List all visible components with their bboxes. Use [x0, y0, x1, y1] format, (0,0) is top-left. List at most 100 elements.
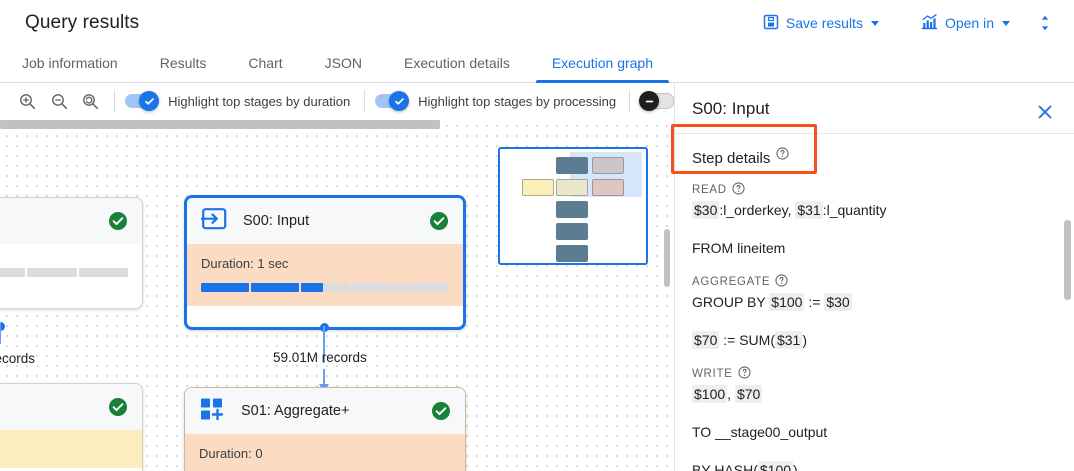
node-body [0, 430, 142, 468]
execution-graph-canvas[interactable]: records [0, 119, 674, 471]
minimap-node [556, 245, 588, 262]
tab-results[interactable]: Results [159, 55, 207, 71]
help-circle-icon[interactable] [737, 366, 751, 382]
bar-segment [201, 283, 249, 292]
toggle-highlight-duration[interactable]: Highlight top stages by duration [125, 91, 350, 111]
toggle-switch-off[interactable] [639, 91, 675, 111]
step-details-body: READ $30:l_orderkey, $31:l_quantity FROM… [675, 182, 1074, 471]
edge-line [0, 322, 1, 344]
graph-vertical-scrollbar-thumb[interactable] [664, 229, 670, 287]
toggle-highlight-processing[interactable]: Highlight top stages by processing [375, 91, 617, 111]
minimap-node [556, 179, 588, 196]
page-header: Query results Save results [0, 0, 1074, 46]
graph-node-s00-input[interactable]: S00: Input Duration: 1 sec [184, 195, 466, 330]
bar-segment [27, 268, 77, 277]
close-icon[interactable] [1032, 99, 1058, 125]
step-details-heading: Step details [675, 134, 1074, 167]
toggle-switch-on[interactable] [125, 91, 160, 111]
node-title: S01: Aggregate+ [241, 403, 350, 419]
bar-segment [0, 268, 26, 277]
node-title: S00: Input [243, 213, 310, 229]
toggle-label-processing: Highlight top stages by processing [418, 93, 617, 109]
open-in-label: Open in [944, 15, 994, 31]
node-duration-label: Duration: 0 [199, 446, 263, 461]
tab-job-information[interactable]: Job information [22, 55, 118, 71]
zoom-reset-icon[interactable] [80, 88, 103, 114]
toggle-knob [139, 91, 160, 111]
toolbar-divider [364, 90, 366, 112]
graph-node-left-top[interactable] [0, 197, 143, 309]
toggle-third-option[interactable] [639, 91, 675, 111]
panel-divider [675, 133, 1074, 134]
node-header [0, 198, 142, 244]
variable-chip: $31 [774, 331, 803, 349]
tab-bar: Job information Results Chart JSON Execu… [0, 46, 1074, 83]
horizontal-scrollbar-thumb[interactable] [0, 120, 440, 129]
node-body: Duration: 0 [185, 434, 465, 471]
minimap-node [592, 157, 624, 174]
detail-keyword-write: WRITE [692, 366, 1057, 382]
detail-line-sum: $70 := SUM($31) [692, 331, 808, 349]
help-circle-icon[interactable] [775, 274, 788, 290]
node-header [0, 384, 142, 430]
edge-line [323, 369, 325, 387]
chevron-down-icon [1002, 20, 1010, 26]
detail-keyword-aggregate: AGGREGATE [692, 274, 1057, 290]
toggle-switch-on[interactable] [375, 91, 410, 111]
graph-minimap[interactable] [498, 147, 648, 265]
page-title: Query results [25, 12, 140, 33]
keyword-text: AGGREGATE [692, 276, 771, 288]
edge-label-records: 59.01M records [273, 350, 367, 365]
help-circle-icon[interactable] [732, 182, 745, 198]
edge-dot [0, 322, 5, 331]
detail-line-by-hash: BY HASH($100) [692, 460, 1057, 471]
variable-chip: $70 [734, 385, 763, 403]
detail-line-from: FROM lineitem [692, 240, 786, 256]
zoom-out-icon[interactable] [48, 88, 71, 114]
graph-toolbar: Highlight top stages by duration Highlig… [0, 83, 675, 119]
tab-chart[interactable]: Chart [248, 55, 283, 71]
panel-title: S00: Input [692, 99, 770, 118]
status-success-icon [429, 211, 449, 231]
tab-execution-details[interactable]: Execution details [403, 55, 510, 71]
unfold-more-icon[interactable] [1028, 6, 1062, 40]
chart-bar-icon [921, 13, 938, 33]
node-header: S01: Aggregate+ [185, 388, 465, 434]
save-results-button[interactable]: Save results [755, 8, 887, 39]
header-actions: Save results Open in [755, 6, 1074, 40]
tab-json[interactable]: JSON [324, 55, 362, 71]
minimap-node [556, 157, 588, 174]
open-in-button[interactable]: Open in [913, 8, 1018, 39]
help-circle-icon[interactable] [776, 147, 789, 165]
minimap-node [556, 201, 588, 218]
variable-chip: $70 [692, 331, 720, 349]
minimap-node [592, 179, 624, 196]
horizontal-scrollbar[interactable] [0, 119, 674, 130]
status-success-icon [431, 401, 451, 421]
bar-segment [251, 283, 299, 292]
step-details-panel: S00: Input Step details READ [674, 83, 1074, 471]
panel-scrollbar-thumb[interactable] [1064, 220, 1071, 300]
bar-segment [301, 283, 349, 292]
zoom-in-icon[interactable] [16, 88, 39, 114]
node-header: S00: Input [187, 198, 463, 244]
detail-line-group-by: GROUP BY $100 := $30 [692, 293, 852, 311]
toggle-knob [389, 91, 410, 111]
toggle-knob [639, 91, 660, 111]
keyword-text: WRITE [692, 368, 733, 380]
node-body [0, 244, 142, 291]
aggregate-plus-icon [199, 396, 227, 427]
bar-segment [351, 283, 399, 292]
graph-node-left-bottom[interactable] [0, 383, 143, 471]
graph-node-s01-aggregate[interactable]: S01: Aggregate+ Duration: 0 [184, 387, 466, 471]
tab-execution-graph[interactable]: Execution graph [535, 55, 670, 83]
toolbar-divider [114, 90, 116, 112]
detail-line-read-columns: $30:l_orderkey, $31:l_quantity [692, 201, 887, 219]
variable-chip: $30 [692, 201, 720, 219]
detail-line-write-vars: $100, $70 [692, 385, 763, 403]
panel-header: S00: Input [675, 83, 1074, 125]
toolbar-divider [629, 90, 631, 112]
node-duration-label: Duration: 1 sec [201, 256, 289, 271]
detail-keyword-read: READ [692, 182, 1057, 198]
